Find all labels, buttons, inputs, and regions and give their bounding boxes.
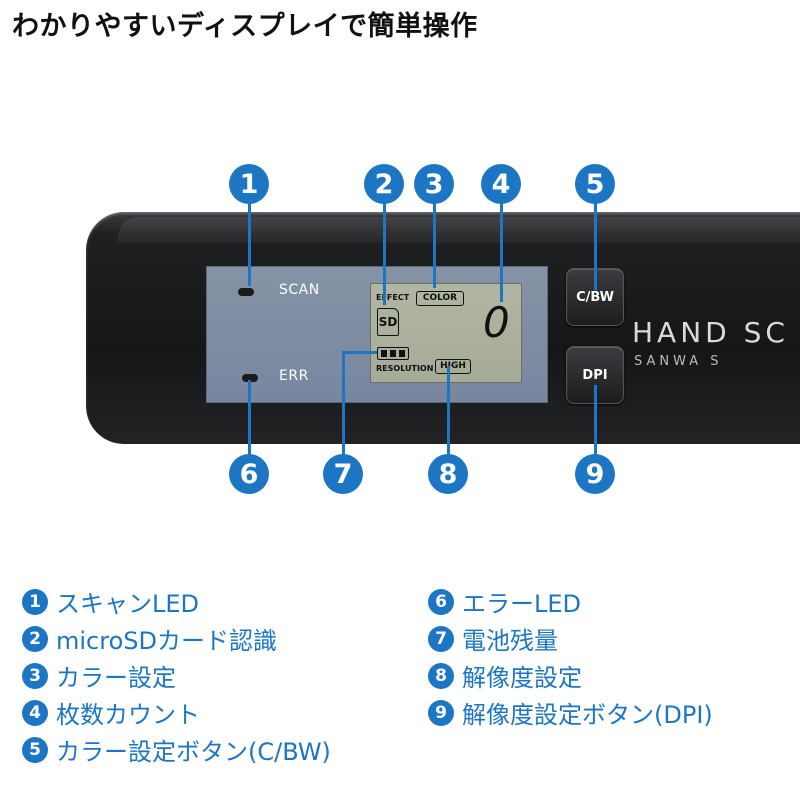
count-digit: 0 (483, 298, 510, 347)
sd-card-icon: SD (377, 308, 399, 336)
legend-item: 3 カラー設定 (22, 657, 331, 694)
legend-label: 解像度設定ボタン(DPI) (462, 701, 713, 729)
page-title: わかりやすいディスプレイで簡単操作 (12, 11, 478, 42)
callout-line-9 (594, 385, 597, 455)
legend-item: 2 microSDカード認識 (22, 620, 331, 657)
callout-line-5 (594, 200, 597, 290)
legend-number: 1 (22, 588, 48, 615)
legend-item: 7 電池残量 (428, 620, 713, 657)
legend-number: 9 (428, 699, 454, 726)
callout-line-4 (500, 200, 503, 302)
legend-number: 4 (22, 699, 48, 726)
err-led-label: ERR (279, 368, 309, 384)
legend-item: 4 枚数カウント (22, 694, 331, 731)
scan-led (238, 288, 254, 296)
effect-label: EFFECT (376, 293, 410, 302)
legend-label: 解像度設定 (462, 664, 582, 692)
err-led (242, 374, 258, 382)
scanner-top-edge (118, 217, 800, 243)
legend-item: 9 解像度設定ボタン(DPI) (428, 694, 713, 731)
callout-5: 5 (575, 164, 615, 204)
color-indicator: COLOR (416, 291, 464, 306)
callout-line-7-horizontal (342, 351, 377, 354)
callout-9: 9 (575, 454, 615, 494)
legend-number: 8 (428, 662, 454, 689)
callout-line-2 (383, 200, 386, 305)
legend-label: エラーLED (462, 590, 582, 618)
callout-line-6 (248, 380, 251, 455)
legend-number: 6 (428, 588, 454, 615)
callout-4: 4 (481, 164, 521, 204)
high-indicator: HIGH (435, 359, 471, 374)
legend-label: カラー設定 (56, 664, 176, 692)
legend-label: 電池残量 (462, 627, 558, 655)
legend-label: カラー設定ボタン(C/BW) (56, 738, 331, 766)
cbw-button[interactable]: C/BW (566, 268, 624, 326)
legend-label: 枚数カウント (56, 701, 200, 729)
legend-item: 6 エラーLED (428, 583, 713, 620)
callout-line-1 (248, 200, 251, 286)
brand-text: HAND SC (632, 316, 789, 349)
callout-line-3 (433, 200, 436, 288)
legend-item: 8 解像度設定 (428, 657, 713, 694)
resolution-label: RESOLUTION (376, 364, 434, 373)
callout-3: 3 (414, 164, 454, 204)
callout-2: 2 (364, 164, 404, 204)
legend-item: 5 カラー設定ボタン(C/BW) (22, 731, 331, 768)
legend-right: 6 エラーLED 7 電池残量 8 解像度設定 9 解像度設定ボタン(DPI) (428, 583, 713, 731)
legend-number: 3 (22, 662, 48, 689)
legend-number: 5 (22, 736, 48, 763)
legend-number: 7 (428, 625, 454, 652)
legend-label: microSDカード認識 (56, 627, 277, 655)
callout-line-7 (342, 351, 345, 455)
brand-sub-text: SANWA S (634, 354, 723, 369)
legend-item: 1 スキャンLED (22, 583, 331, 620)
callout-line-8 (447, 366, 450, 455)
lcd-screen: EFFECT COLOR SD 0 RESOLUTION HIGH (370, 283, 522, 383)
legend-number: 2 (22, 625, 48, 652)
battery-icon (377, 347, 409, 360)
callout-8: 8 (428, 454, 468, 494)
callout-7: 7 (323, 454, 363, 494)
scan-led-label: SCAN (279, 282, 320, 298)
callout-6: 6 (229, 454, 269, 494)
legend-label: スキャンLED (56, 590, 200, 618)
callout-1: 1 (229, 164, 269, 204)
